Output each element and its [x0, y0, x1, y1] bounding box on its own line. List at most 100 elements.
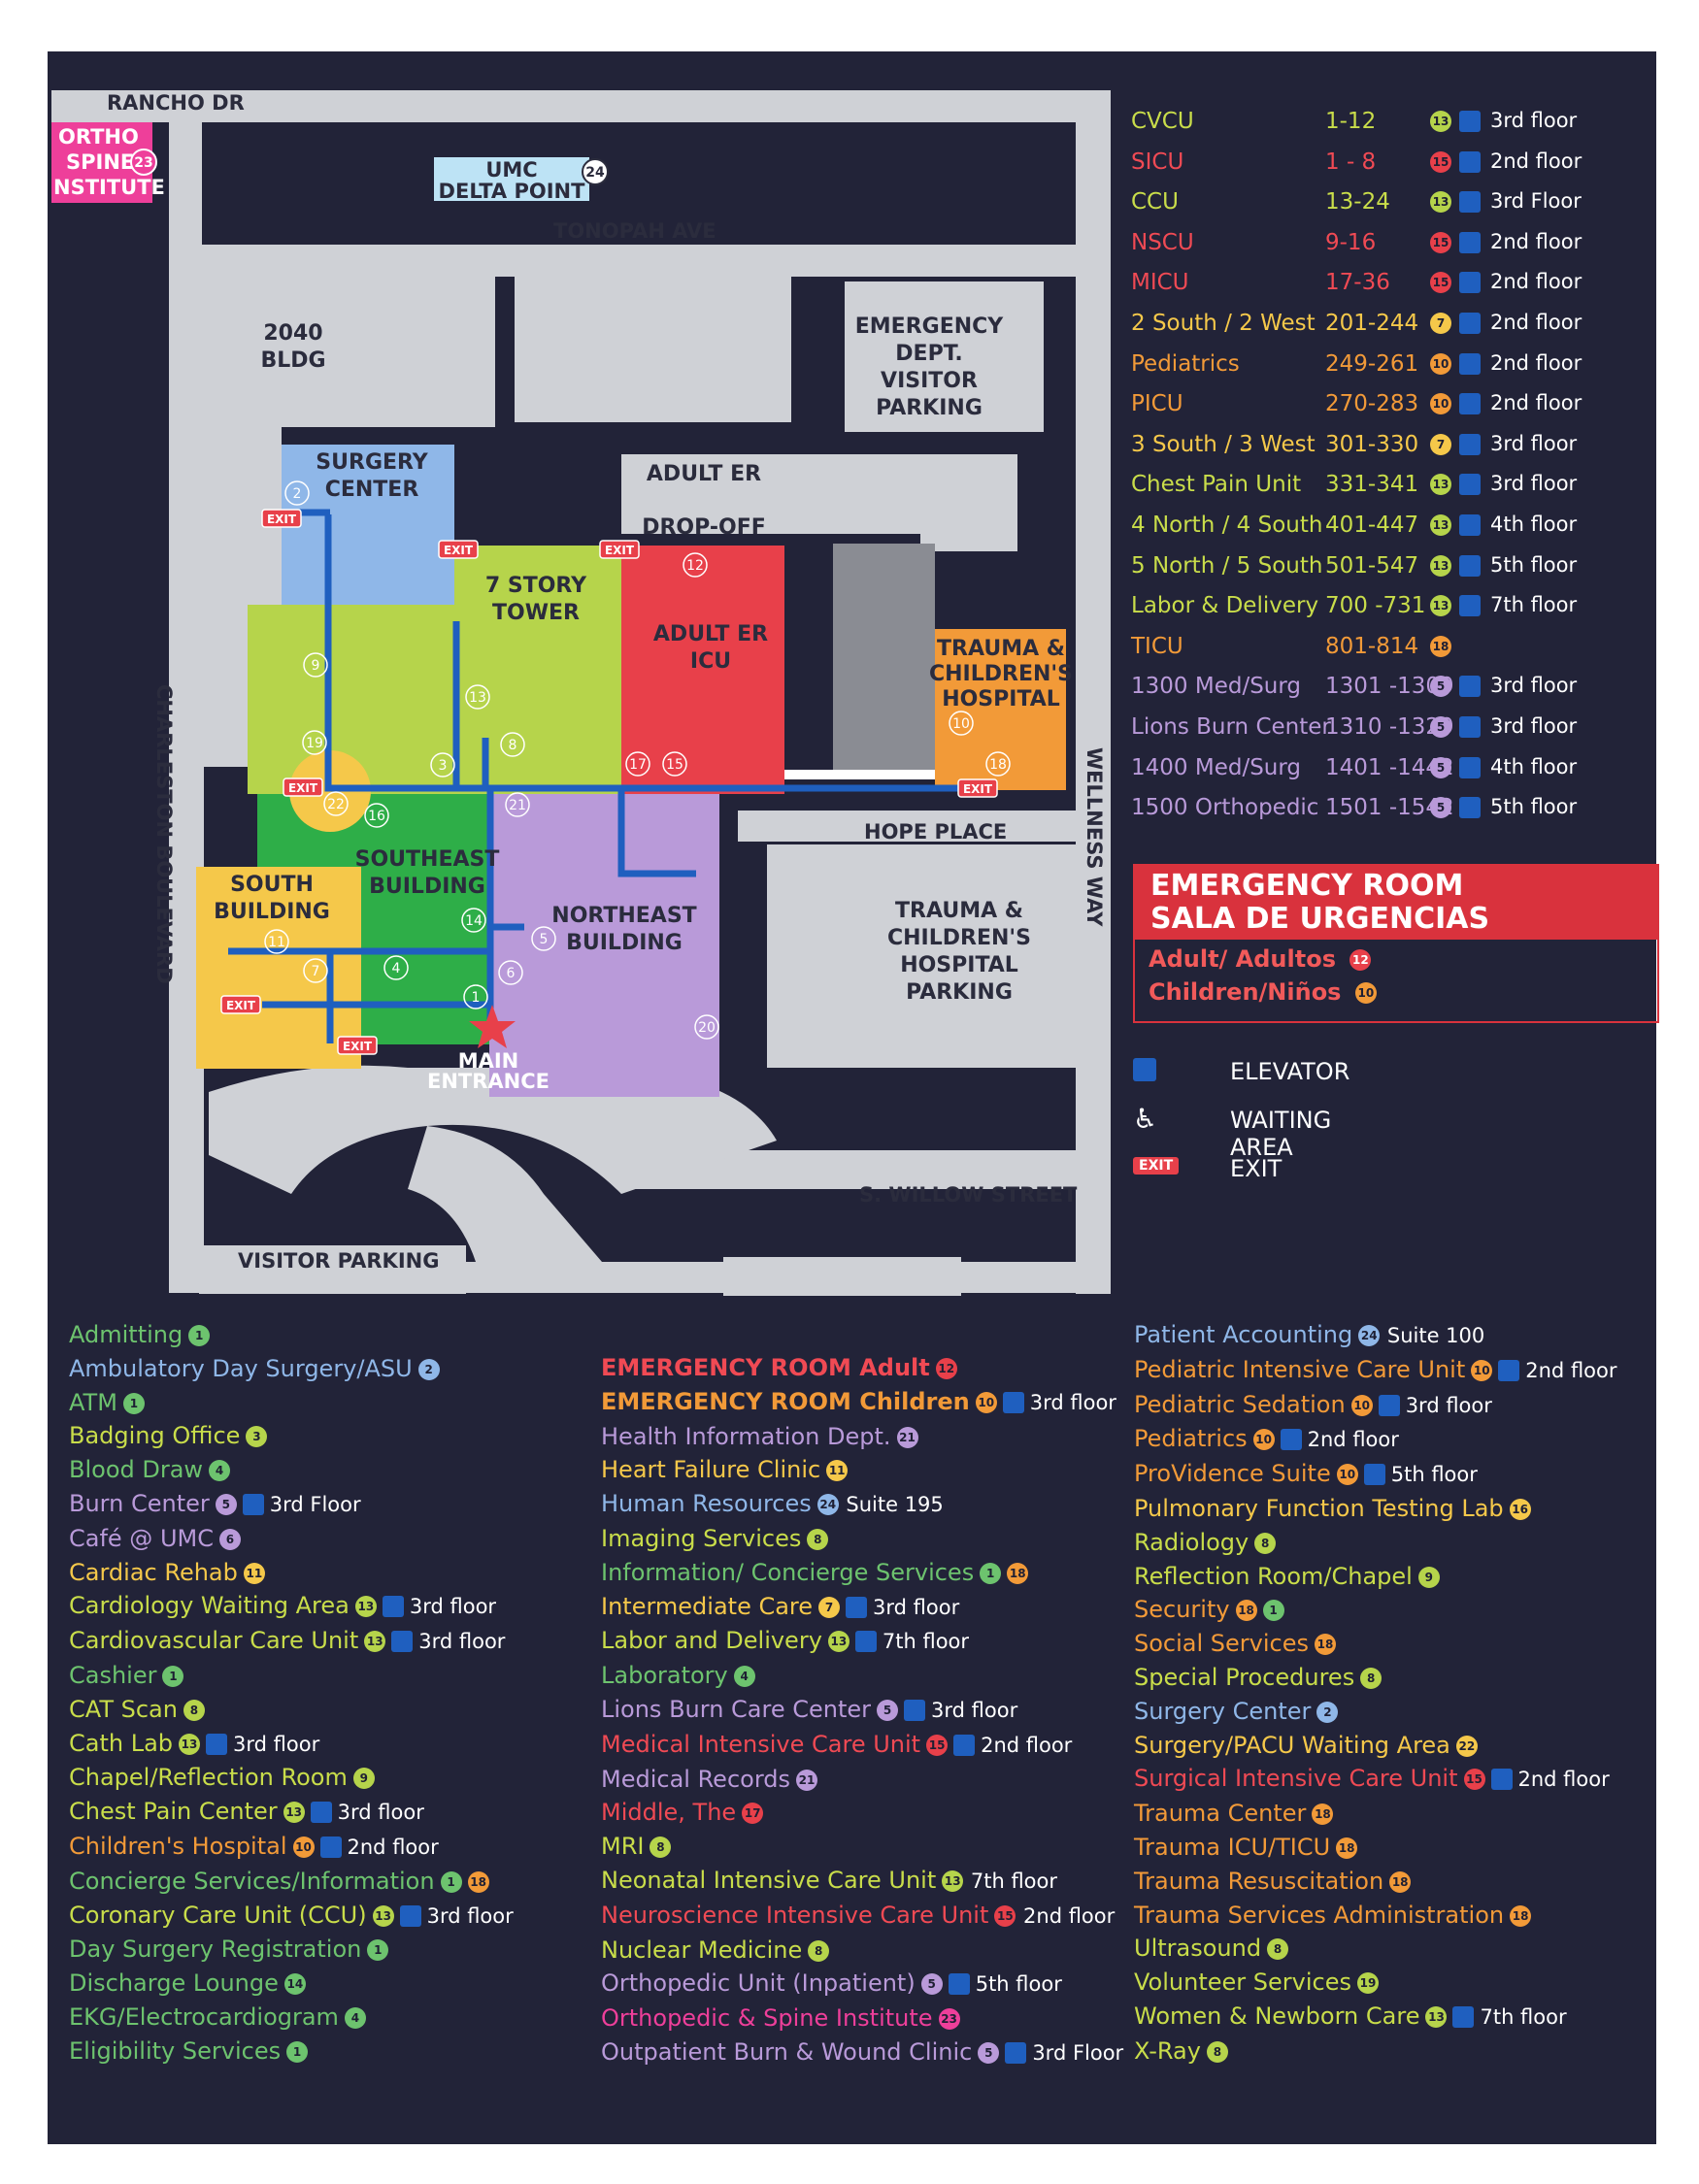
svg-text:EXIT: EXIT — [605, 544, 635, 557]
directory-entry-floor: Suite 100 — [1386, 1324, 1485, 1347]
southeast-l1: SOUTHEAST — [355, 847, 500, 872]
building-number-badge: 8 — [808, 1939, 830, 1962]
building-number-badge: 16 — [1509, 1498, 1531, 1520]
unit-name: 1400 Med/Surg — [1131, 754, 1302, 780]
main-entrance-star — [469, 1005, 516, 1048]
building-surgery-center — [282, 445, 454, 605]
building-number-badge: 5 — [920, 1973, 943, 1996]
road-tonopah — [169, 245, 1109, 277]
unit-floor: 3rd floor — [1490, 472, 1578, 496]
exit-sign: EXIT — [337, 1036, 378, 1055]
unit-name: NSCU — [1131, 229, 1194, 255]
directory-entry-floor: 3rd floor — [1029, 1390, 1116, 1414]
unit-name: SICU — [1131, 149, 1184, 175]
lot-emergency — [845, 281, 1044, 432]
unit-building-badge: 7 — [1430, 313, 1451, 334]
directory-entry-floor: 5th floor — [975, 1972, 1062, 1997]
adult-er-dropoff-l1: ADULT ER — [647, 462, 761, 486]
elevator-icon — [1459, 231, 1481, 253]
unit-name: 1500 Orthopedic — [1131, 795, 1319, 821]
unit-floor: 2nd floor — [1490, 391, 1582, 415]
unit-floor: 2nd floor — [1490, 311, 1582, 334]
directory-entry-floor: 3rd floor — [931, 1698, 1018, 1722]
south-l1: SOUTH — [230, 873, 314, 897]
directory-entry-label: Labor and Delivery — [601, 1627, 822, 1655]
exit-icon: EXIT — [1133, 1157, 1180, 1175]
bldg2040-l1: 2040 — [263, 321, 322, 346]
delta-l1: UMC — [485, 158, 537, 182]
elevator-icon — [1459, 797, 1481, 819]
directory-entry-label: Middle, The — [601, 1799, 737, 1827]
building-number-badge: 13 — [364, 1631, 386, 1653]
directory-entry-label: Laboratory — [601, 1662, 728, 1690]
location-marker-21: 21 — [505, 792, 530, 817]
er-icu-l2: ICU — [690, 649, 731, 674]
directory-entry-floor: 3rd floor — [1405, 1393, 1492, 1417]
directory-entry-floor: 3rd Floor — [269, 1492, 361, 1516]
building-number-badge: 10 — [1471, 1359, 1493, 1381]
unit-building-badge: 5 — [1430, 716, 1451, 738]
directory-entry-label: Café @ UMC — [69, 1524, 214, 1552]
elevator-icon — [1459, 150, 1481, 173]
building-number-badge: 1 — [162, 1665, 184, 1687]
building-number-badge: 10 — [292, 1836, 315, 1858]
building-number-badge: 7 — [818, 1596, 841, 1618]
road-curve — [209, 1065, 777, 1194]
location-marker-17: 17 — [625, 751, 650, 777]
directory-entry-label: Cardiology Waiting Area — [69, 1592, 350, 1620]
marker-number: 7 — [312, 964, 320, 979]
unit-building-badge: 5 — [1430, 676, 1451, 698]
building-labels: 2040 BLDG EMERGENCY DEPT. VISITOR PARKIN… — [214, 314, 1073, 1005]
surgery-l2: CENTER — [325, 478, 419, 502]
building-number-badge: 21 — [896, 1426, 918, 1448]
building-number-badge: 1 — [440, 1870, 462, 1893]
trauma-parking-l1: TRAUMA & — [895, 899, 1023, 923]
marker-circle — [465, 684, 490, 710]
directory-entry-label: Chapel/Reflection Room — [69, 1764, 348, 1792]
marker-circle — [461, 908, 486, 933]
building-number-badge: 1 — [1262, 1600, 1284, 1622]
building-number-badge: 4 — [733, 1666, 755, 1688]
elevator-icon — [1459, 474, 1481, 496]
location-marker-7: 7 — [303, 958, 328, 983]
lot-2040-side — [204, 277, 282, 442]
marker-circle — [498, 960, 523, 985]
northeast-l1: NORTHEAST — [551, 904, 696, 928]
building-number-badge: 13 — [1425, 2005, 1448, 2028]
legend-waiting-label: WAITING AREA — [1230, 1107, 1332, 1161]
directory-entry-label: Admitting — [69, 1321, 183, 1348]
directory-entry-label: Eligibility Services — [69, 2036, 282, 2065]
building-number-badge: 4 — [209, 1460, 231, 1482]
location-marker-8: 8 — [500, 732, 525, 757]
emergency-parking-l2: DEPT. — [895, 342, 962, 366]
trauma-l2: CHILDREN'S — [929, 662, 1073, 686]
ortho-spine-label: ORTHO SPINE NSTITUTE — [53, 125, 165, 199]
lot-center — [515, 277, 791, 422]
directory-entry-label: Trauma ICU/TICU — [1134, 1833, 1331, 1861]
unit-building-badge: 13 — [1430, 554, 1451, 577]
directory-entry-label: Patient Accounting — [1134, 1321, 1353, 1348]
street-rancho: RANCHO DR — [107, 91, 245, 115]
emergency-room-box: EMERGENCY ROOM SALA DE URGENCIAS Adult/ … — [1133, 864, 1659, 1023]
unit-floor: 3rd floor — [1490, 109, 1578, 132]
marker-circle — [463, 984, 488, 1009]
elevator-icon — [904, 1699, 926, 1721]
marker-circle — [985, 751, 1011, 777]
exit-sign: EXIT — [220, 995, 261, 1014]
unit-building-badge: 13 — [1430, 191, 1451, 214]
svg-text:EXIT: EXIT — [963, 782, 993, 796]
waiting-area-icon: ♿ — [1133, 1103, 1158, 1135]
marker-circle — [625, 751, 650, 777]
